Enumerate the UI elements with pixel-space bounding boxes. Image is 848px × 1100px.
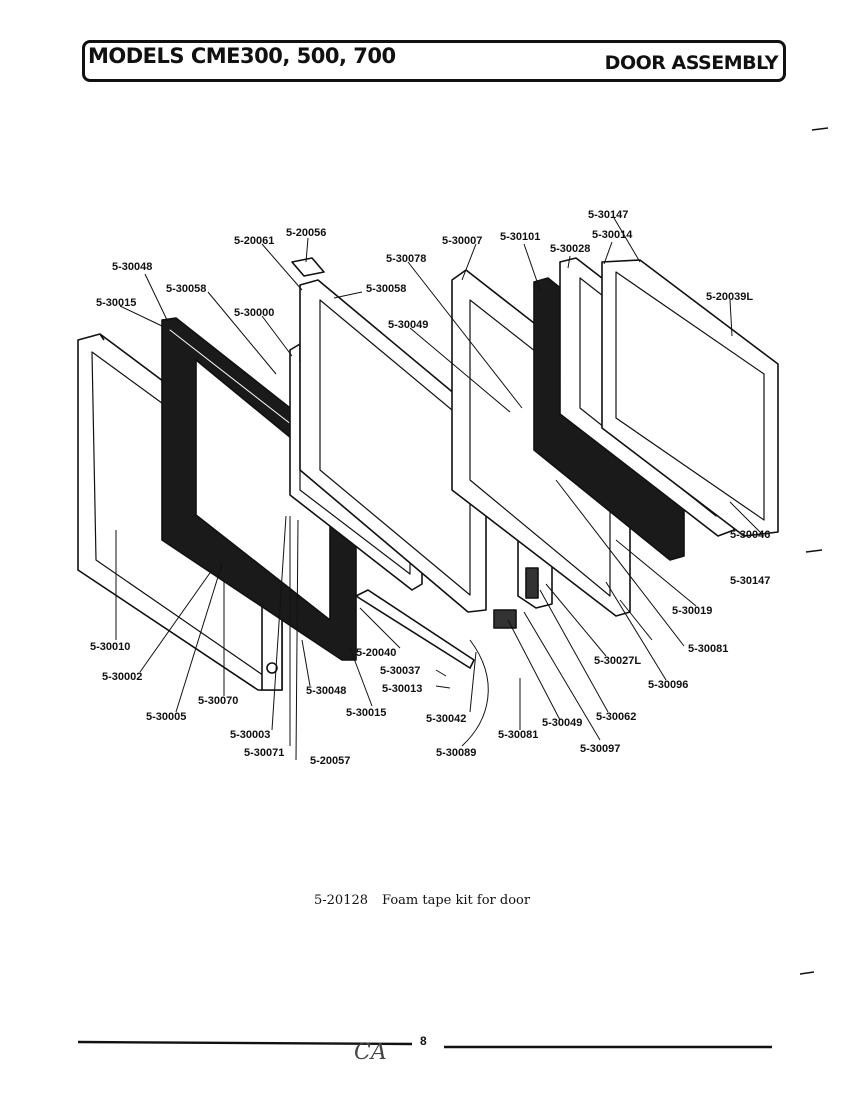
part-label: 5-30101 (500, 231, 540, 243)
footnote-part: 5-20128 (314, 893, 369, 908)
part-label: 5-30005 (146, 711, 186, 723)
part-label: 5-30089 (436, 747, 476, 759)
part-label: 5-30003 (230, 729, 270, 741)
part-label: 5-30058 (166, 283, 206, 295)
hinge-bracket (291, 257, 325, 277)
part-label: 5-30096 (648, 679, 688, 691)
part-label: 5-30027L (594, 655, 641, 667)
header-frame (82, 40, 786, 82)
part-label: 5-20039L (706, 291, 753, 303)
footnote-text: Foam tape kit for door (382, 893, 531, 908)
footer-rule-left (77, 1040, 413, 1046)
part-label: 5-30058 (366, 283, 406, 295)
part-label: 5-30010 (90, 641, 130, 653)
part-label: 5-30019 (672, 605, 712, 617)
door-inner-panel (299, 279, 487, 613)
part-label: 5-20061 (234, 235, 274, 247)
part-label: 5-30013 (382, 683, 422, 695)
switch-block (493, 609, 517, 629)
part-label: 5-30048 (112, 261, 152, 273)
part-label-set: 5-30147 5-30014 5-30007 5-30101 5-30028 … (90, 209, 770, 767)
part-label: 5-30037 (380, 665, 420, 677)
part-label: 5-30028 (550, 243, 590, 255)
part-label: 5-30049 (388, 319, 428, 331)
part-label: 5-30015 (346, 707, 386, 719)
scan-mark (799, 971, 815, 975)
part-label: 5-30049 (542, 717, 582, 729)
part-label: 5-30081 (688, 643, 728, 655)
page-title: MODELS CME300, 500, 700 (88, 44, 396, 68)
part-label: 5-30147 (730, 575, 770, 587)
part-label: 5-30000 (234, 307, 274, 319)
scan-mark (805, 549, 823, 553)
part-label: 5-30070 (198, 695, 238, 707)
part-label: 5-30042 (426, 713, 466, 725)
handle-bar (355, 589, 475, 669)
part-label: 5-30078 (386, 253, 426, 265)
rear-cover-panel (601, 259, 779, 537)
handwritten-mark: CA (354, 1040, 387, 1065)
part-label: 5-30081 (498, 729, 538, 741)
footnote: 5-20128 Foam tape kit for door (314, 893, 530, 908)
part-label: 5-30071 (244, 747, 284, 759)
scan-mark (811, 127, 829, 131)
part-label: 5-30097 (580, 743, 620, 755)
page-number: 8 (420, 1034, 427, 1048)
part-label: 5-20040 (356, 647, 396, 659)
part-label: 5-30015 (96, 297, 136, 309)
part-label: 5-30147 (588, 209, 628, 221)
part-label: 5-30002 (102, 671, 142, 683)
part-label: 5-20056 (286, 227, 326, 239)
part-label: 5-30014 (592, 229, 633, 241)
part-label: 5-30062 (596, 711, 636, 723)
part-label: 5-30007 (442, 235, 482, 247)
leader-lines (115, 217, 763, 761)
window-glass-panel (161, 317, 357, 661)
part-label: 5-30046 (730, 529, 770, 541)
part-label: 5-20057 (310, 755, 350, 767)
part-label: 5-30048 (306, 685, 346, 697)
section-title: DOOR ASSEMBLY (604, 52, 779, 74)
